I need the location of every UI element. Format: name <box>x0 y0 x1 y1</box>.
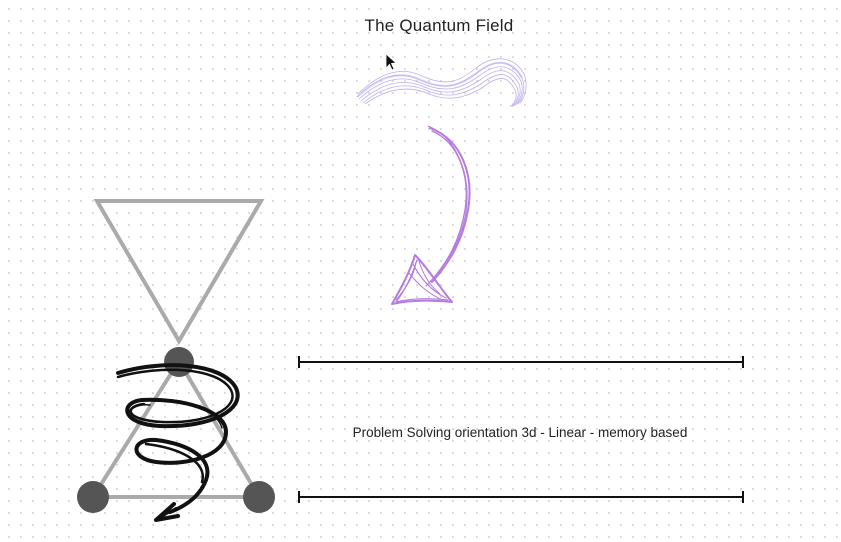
bottom-horizontal-line <box>298 491 744 503</box>
spiral-arrowhead <box>154 502 180 522</box>
left-vertex-node <box>77 481 109 513</box>
inverted-triangle <box>93 199 265 345</box>
spiral-scribble <box>116 363 240 514</box>
right-vertex-node <box>243 481 275 513</box>
top-vertex-node <box>164 347 194 377</box>
quantum-wave-ribbon <box>356 58 527 108</box>
top-horizontal-line <box>298 356 744 368</box>
quantum-wave-edge <box>356 61 523 98</box>
diagram-caption: Problem Solving orientation 3d - Linear … <box>352 425 688 440</box>
mouse-pointer-icon <box>385 53 397 71</box>
diagram-title: The Quantum Field <box>364 16 514 35</box>
purple-arrow <box>391 125 471 305</box>
upright-triangle <box>89 357 263 499</box>
